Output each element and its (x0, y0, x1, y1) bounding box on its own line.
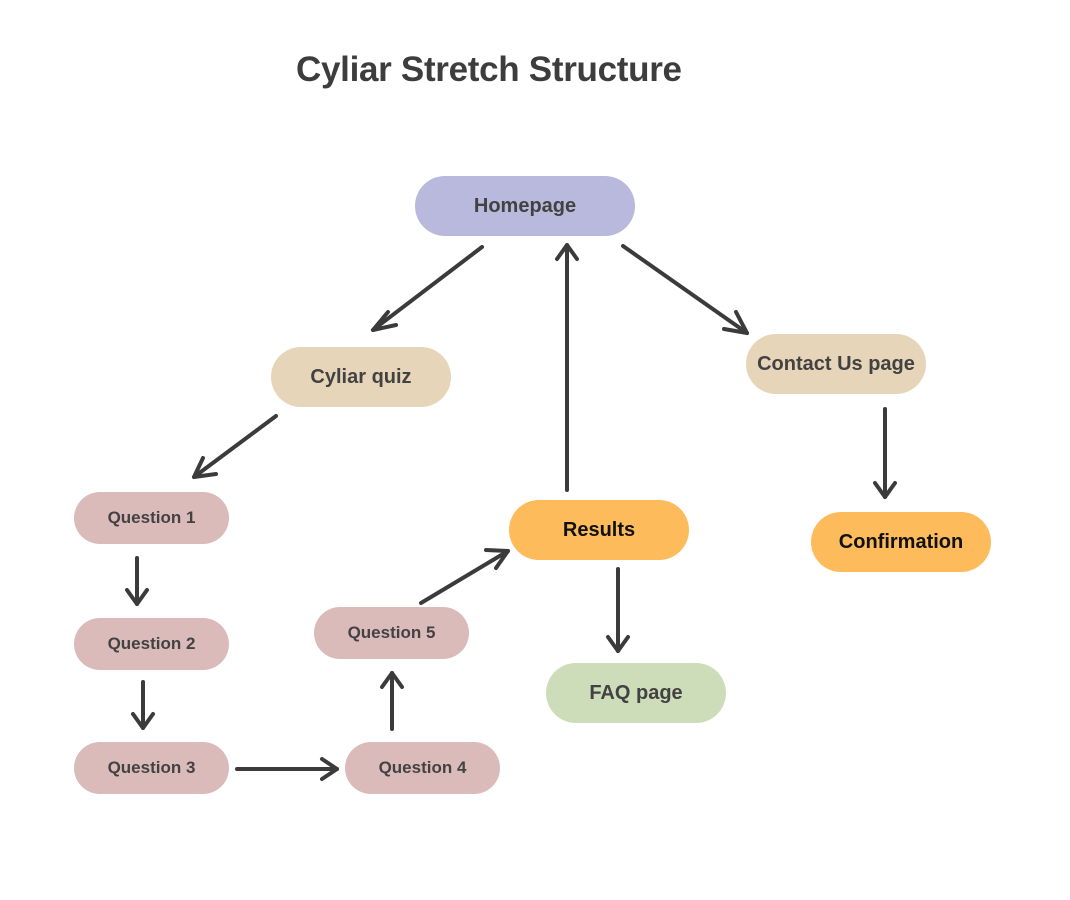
edge-question-1-to-question-2 (125, 556, 149, 606)
node-confirmation: Confirmation (811, 512, 991, 572)
node-question-5: Question 5 (314, 607, 469, 659)
edge-question-3-to-question-4 (235, 757, 339, 781)
node-question-5-label: Question 5 (347, 623, 436, 642)
edge-question-5-to-results (419, 548, 510, 605)
edge-homepage-to-contact-us (621, 244, 749, 335)
edge-question-2-to-question-3 (131, 680, 155, 730)
node-faq-page: FAQ page (546, 663, 726, 723)
node-question-1: Question 1 (74, 492, 229, 544)
node-question-4: Question 4 (345, 742, 500, 794)
edge-cyliar-quiz-to-question-1 (192, 414, 278, 479)
edge-results-to-faq (606, 567, 630, 653)
node-question-4-label: Question 4 (378, 758, 467, 777)
node-homepage-label: Homepage (473, 194, 577, 217)
edge-contact-us-to-confirmation (873, 407, 897, 499)
edge-results-to-homepage (555, 243, 579, 492)
node-cyliar-quiz: Cyliar quiz (271, 347, 451, 407)
node-results: Results (509, 500, 689, 560)
edge-question-4-to-question-5 (380, 671, 404, 731)
node-results-label: Results (562, 518, 636, 541)
node-faq-page-label: FAQ page (589, 681, 683, 704)
node-contact-us-page: Contact Us page (746, 334, 926, 394)
node-cyliar-quiz-label: Cyliar quiz (310, 365, 412, 388)
diagram-title: Cyliar Stretch Structure (296, 50, 682, 89)
node-question-3: Question 3 (74, 742, 229, 794)
node-confirmation-label: Confirmation (838, 530, 964, 553)
node-question-2: Question 2 (74, 618, 229, 670)
node-question-3-label: Question 3 (107, 758, 196, 777)
node-question-2-label: Question 2 (107, 634, 196, 653)
node-question-1-label: Question 1 (107, 508, 196, 527)
node-contact-us-page-label: Contact Us page (757, 352, 915, 375)
edge-homepage-to-cyliar-quiz (371, 245, 484, 332)
node-homepage: Homepage (415, 176, 635, 236)
